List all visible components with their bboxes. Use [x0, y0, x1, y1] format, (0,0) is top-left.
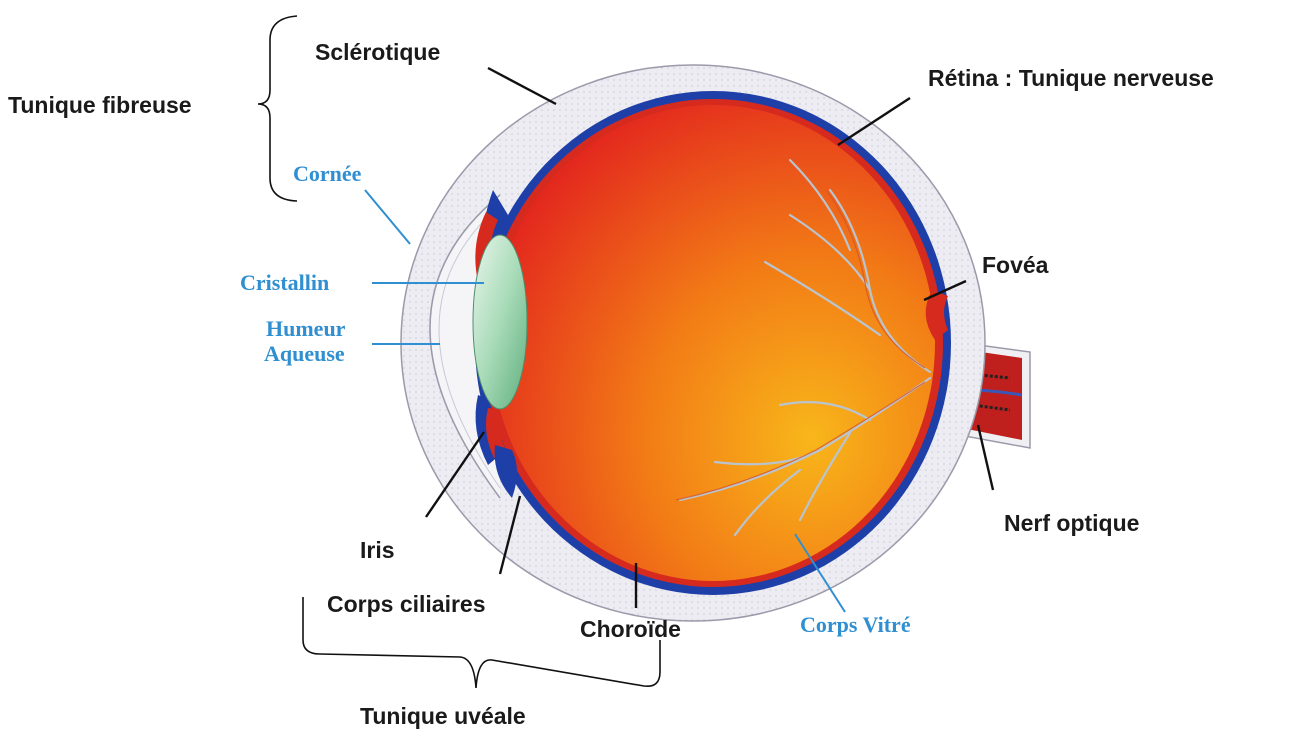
leader-sclerotique: [488, 68, 556, 104]
label-sclerotique: Sclérotique: [315, 39, 440, 65]
label-humeur: Humeur: [266, 316, 346, 341]
label-tunique-fibreuse: Tunique fibreuse: [8, 92, 192, 118]
label-aqueuse: Aqueuse: [264, 341, 345, 366]
label-fovea: Fovéa: [982, 252, 1049, 278]
leader-cornee: [365, 190, 410, 244]
label-nerf-optique: Nerf optique: [1004, 510, 1139, 536]
label-iris: Iris: [360, 537, 395, 563]
label-corps-ciliaires: Corps ciliaires: [327, 591, 486, 617]
vitreous-body: [491, 105, 935, 581]
label-choroide: Choroïde: [580, 616, 681, 642]
lens: [473, 235, 527, 409]
label-tunique-uveale: Tunique uvéale: [360, 703, 526, 729]
brace-tunique-fibreuse: [258, 16, 297, 201]
label-cornee: Cornée: [293, 161, 362, 186]
label-corps-vitre: Corps Vitré: [800, 612, 911, 637]
label-retina: Rétina : Tunique nerveuse: [928, 65, 1214, 91]
label-cristallin: Cristallin: [240, 270, 329, 295]
